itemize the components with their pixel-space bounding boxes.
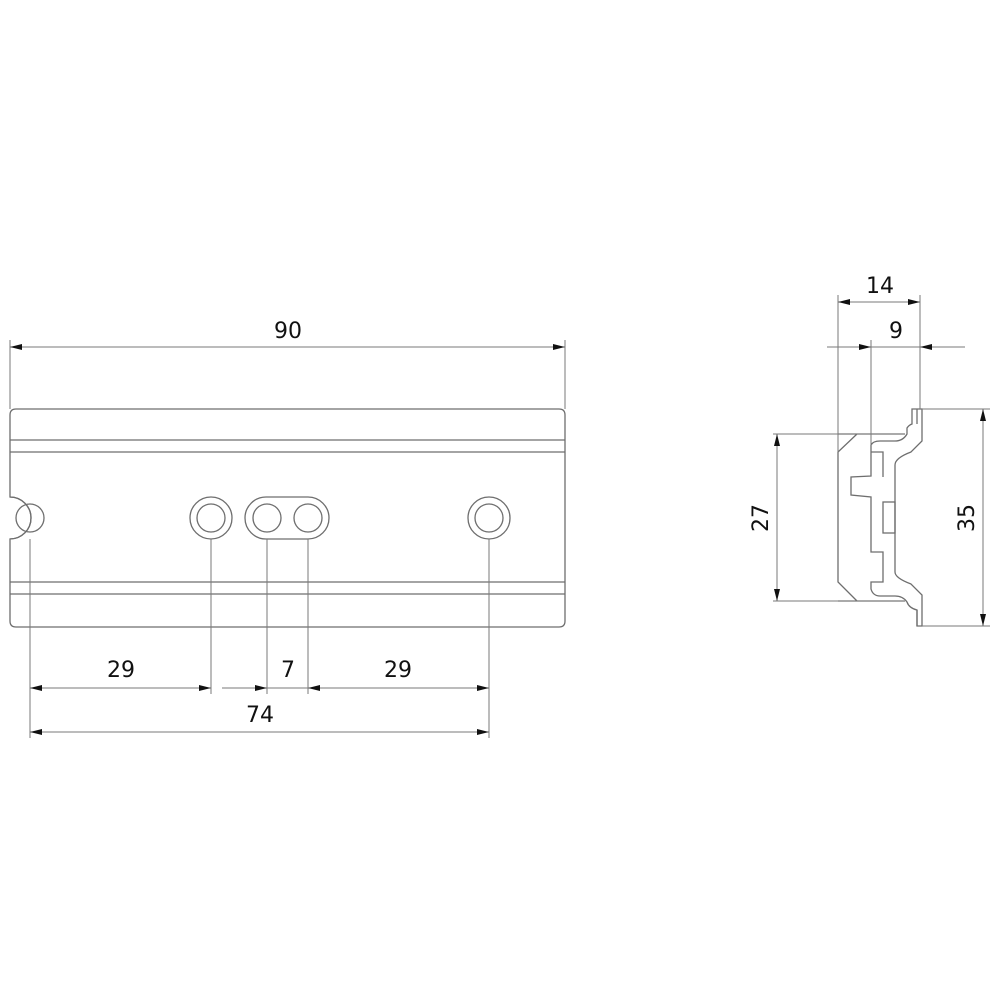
clip-profile <box>850 408 923 627</box>
dimension-inner-height: 27 <box>749 504 774 532</box>
rail-outline <box>9 408 566 628</box>
hole-outer <box>189 496 233 540</box>
dimension-outer-hole-distance: 74 <box>246 703 274 728</box>
hole <box>293 503 323 533</box>
hole-outer <box>9 496 32 540</box>
dimension-slot-spacing: 7 <box>281 658 295 683</box>
hole <box>252 503 282 533</box>
dimension-depth: 14 <box>866 274 894 299</box>
hole <box>474 503 504 533</box>
front-view: 90 29 7 29 74 <box>9 319 566 738</box>
hole <box>15 503 45 533</box>
clip-tab <box>882 501 896 534</box>
dimension-hole-spacing-right: 29 <box>384 658 412 683</box>
dimension-overall-width: 90 <box>274 319 302 344</box>
hole <box>196 503 226 533</box>
hole-outer <box>467 496 511 540</box>
slot-outer <box>244 496 330 540</box>
dimension-rail-height: 35 <box>955 504 980 532</box>
dimension-rail-depth: 9 <box>889 319 903 344</box>
dimension-hole-spacing-left: 29 <box>107 658 135 683</box>
side-view: 14 9 27 35 <box>749 274 990 627</box>
